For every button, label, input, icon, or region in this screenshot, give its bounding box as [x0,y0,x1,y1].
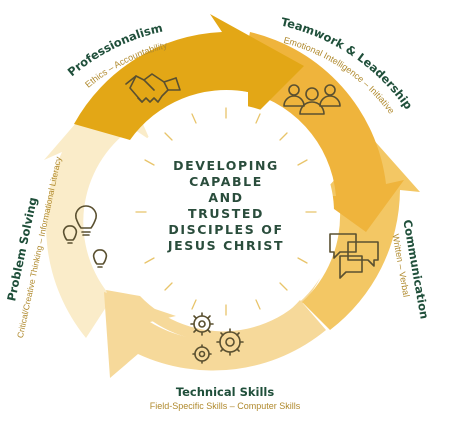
center-statement: DEVELOPING CAPABLE AND TRUSTED DISCIPLES… [167,158,284,253]
segment-professionalism [74,14,304,140]
center-line-1: DEVELOPING [173,158,279,173]
label-technical: Technical Skills Field-Specific Skills –… [150,385,301,411]
gears-icon [190,312,244,364]
segment-problem-solving [44,72,150,338]
subtitle-technical: Field-Specific Skills – Computer Skills [150,401,301,411]
center-line-4: TRUSTED [188,206,264,221]
handshake-icon [125,73,181,103]
segment-technical-body [104,292,326,378]
title-technical: Technical Skills [176,385,275,399]
segment-technical [106,278,320,342]
lightbulbs-icon [62,205,108,268]
label-communication: Communication Written – Verbal [390,218,431,320]
center-line-2: CAPABLE [189,174,263,189]
people-icon [283,84,341,115]
speech-bubbles-icon [329,233,379,279]
center-disc [118,104,334,320]
sunburst-rays [135,107,317,316]
center-line-5: DISCIPLES OF [168,222,283,237]
center-line-3: AND [208,190,243,205]
center-line-6: JESUS CHRIST [167,238,284,253]
